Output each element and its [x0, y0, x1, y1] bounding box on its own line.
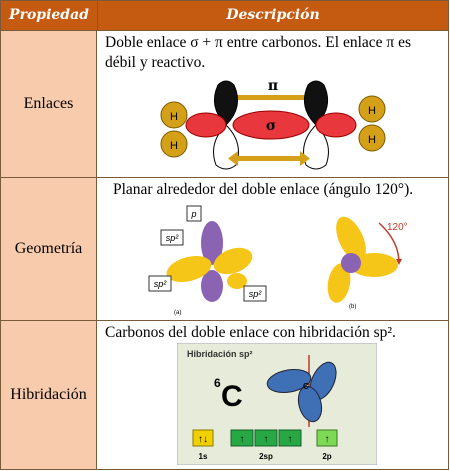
orbital-box-1s: [192, 429, 214, 447]
sp2-lobe: [166, 255, 212, 283]
row-label-hibridacion: Hibridación: [1, 321, 97, 469]
header-propiedad: Propiedad: [9, 7, 89, 23]
electron-arrow: ↑: [240, 434, 245, 445]
hydrogen-atom: [160, 101, 188, 129]
hydrogen-atom: [358, 95, 386, 123]
row-text-enlaces: Doble enlace σ + π entre carbonos. El en…: [105, 34, 412, 71]
atomic-number: 6: [214, 376, 221, 390]
p-lobe-top-left: [213, 80, 239, 126]
h-label: H: [170, 140, 178, 152]
sp2-orbital-lobe: [266, 369, 312, 393]
sp2-label-box: [148, 275, 172, 292]
row-divider: [1, 30, 448, 31]
hybridization-panel: [177, 343, 377, 465]
sp2-label: sp²: [166, 233, 180, 243]
sp2-lobe-left: [185, 112, 227, 138]
sigma-bond-lobe: [232, 110, 310, 140]
orbital-box-2sp: [254, 429, 278, 447]
orbital-label-1s: 1s: [199, 452, 208, 461]
orbital-box-2sp: [278, 429, 302, 447]
hybridization-figure: Hibridación sp² 6 C C ↑↓ ↑ ↑ ↑ ↑ 1s 2sp …: [177, 343, 377, 465]
row-label-enlaces: Enlaces: [1, 31, 97, 177]
carbon-center-label: C: [303, 382, 309, 391]
geometry-figure: p sp² sp² sp² (a) 120° (b): [148, 205, 408, 316]
hydrogen-atom: [160, 130, 188, 158]
electron-arrows: ↑↓: [198, 434, 208, 445]
electron-arrow: ↑: [264, 434, 269, 445]
row-divider: [1, 177, 448, 178]
trigonal-lobe: [336, 216, 366, 262]
p-orbital-lobe-top: [201, 221, 223, 265]
header-descripcion: Descripción: [226, 7, 320, 23]
row-text-geometria: Planar alrededor del doble enlace (ángul…: [113, 181, 414, 198]
sp2-label-box: [160, 229, 184, 246]
angle-label: 120°: [387, 222, 408, 233]
electron-arrow: ↑: [325, 434, 330, 445]
element-symbol: C: [221, 380, 243, 413]
header-divider: [97, 1, 98, 30]
sp2-label-box: [243, 285, 267, 302]
h-label: H: [170, 111, 178, 123]
trigonal-lobe: [327, 263, 351, 303]
sp2-lobe: [213, 247, 253, 275]
orbital-box-2sp: [230, 429, 254, 447]
orbital-box-2p: [316, 429, 338, 447]
trigonal-lobe: [350, 253, 398, 277]
p-lobe-bottom-right: [303, 124, 329, 170]
p-label-box: [186, 205, 202, 222]
figure-label-a: (a): [174, 310, 181, 316]
sp2-lobe-right: [315, 112, 357, 138]
orbital-label-2p: 2p: [322, 452, 331, 461]
central-carbon: [341, 253, 361, 273]
sp2-label: sp²: [249, 289, 263, 299]
p-label: p: [190, 209, 196, 219]
table-header: Propiedad Descripción: [1, 1, 448, 30]
pi-label: π: [268, 78, 278, 94]
h-label: H: [368, 105, 376, 117]
h-label: H: [368, 134, 376, 146]
pi-bond-arrow-bottom: [228, 151, 310, 166]
row-divider: [1, 320, 448, 321]
figure-label-b: (b): [349, 304, 356, 310]
row-text-hibridacion: Carbonos del doble enlace con hibridació…: [105, 324, 396, 341]
sp2-orbital-lobe: [297, 385, 323, 423]
double-bond-figure: π σ H H H H: [160, 78, 386, 170]
angle-arrowhead: [396, 259, 402, 265]
orbital-label-2sp: 2sp: [259, 452, 273, 461]
sp2-lobe: [227, 273, 247, 289]
sigma-label: σ: [266, 118, 276, 134]
row-label-geometria: Geometría: [1, 178, 97, 320]
hybridization-title: Hibridación sp²: [187, 349, 253, 359]
sp2-label: sp²: [154, 279, 168, 289]
electron-arrow: ↑: [288, 434, 293, 445]
p-lobe-top-right: [303, 80, 329, 126]
p-orbital-lobe-bottom: [201, 270, 223, 302]
hydrogen-atom: [358, 124, 386, 152]
